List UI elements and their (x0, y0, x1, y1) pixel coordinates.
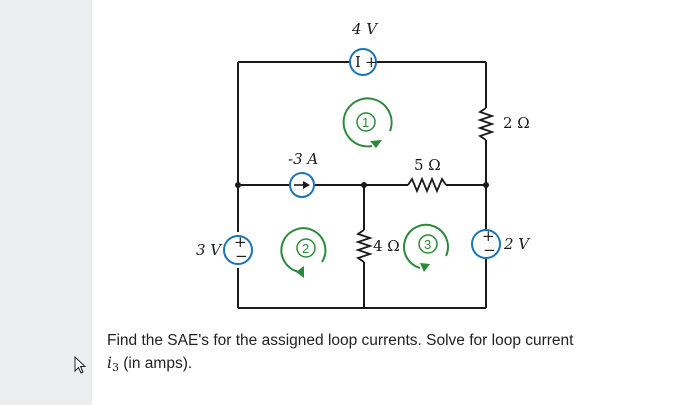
question-text: Find the SAE's for the assigned loop cur… (107, 330, 667, 379)
content-area (92, 0, 700, 405)
polarity-minus-right: − (483, 241, 496, 259)
loop-current-variable: i3 (107, 354, 119, 374)
voltage-source-4v: I + (349, 48, 378, 76)
question-line-1: Find the SAE's for the assigned loop cur… (107, 332, 574, 349)
polarity-plus-right: + (482, 227, 495, 245)
loop-1-label: 1 (362, 115, 369, 130)
resistor-5-ohm (407, 176, 447, 194)
loop-1-indicator: 1 (342, 97, 393, 148)
left-source-label: 3 V (196, 241, 223, 259)
loop-3-label: 3 (424, 237, 431, 252)
resistor-5-ohm-label: 5 Ω (414, 156, 441, 174)
source-top-label: 4 V (351, 20, 379, 38)
circuit-nodes (235, 182, 489, 188)
resistor-2-ohm-label: 2 Ω (503, 114, 530, 132)
right-source-label: 2 V (503, 235, 531, 253)
resistor-2-ohm (477, 107, 495, 141)
polarity-minus-left: − (235, 247, 248, 265)
resistor-4-ohm (355, 229, 373, 263)
mouse-cursor-icon (74, 356, 87, 374)
question-line-2: i3 (in amps). (107, 354, 193, 374)
loop-2-indicator: 2 (280, 227, 327, 278)
voltage-source-2v: + − (471, 227, 501, 259)
current-source-label: -3 A (288, 150, 318, 168)
loop-3-indicator: 3 (403, 223, 449, 272)
polarity-plus-left: + (234, 233, 247, 251)
polarity-plus-top: + (365, 53, 378, 71)
current-source-3a (289, 172, 315, 198)
loop-2-label: 2 (302, 241, 309, 256)
polarity-minus-top: I (355, 53, 361, 71)
voltage-source-3v: + − (223, 233, 253, 265)
resistor-4-ohm-label: 4 Ω (373, 237, 400, 255)
